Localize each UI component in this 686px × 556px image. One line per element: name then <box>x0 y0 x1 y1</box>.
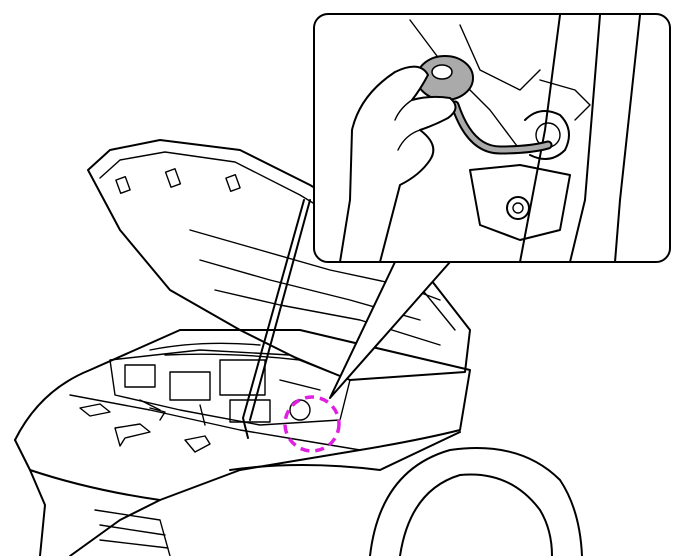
hand <box>339 65 457 261</box>
wheel-arch <box>369 447 583 556</box>
callout-detail <box>313 13 671 263</box>
hood-prop-rod <box>242 199 311 439</box>
engine-bay <box>109 342 351 426</box>
car-illustration <box>14 139 583 556</box>
front-body <box>14 329 471 556</box>
hood-panel <box>87 139 471 381</box>
highlight-circle <box>283 395 341 453</box>
